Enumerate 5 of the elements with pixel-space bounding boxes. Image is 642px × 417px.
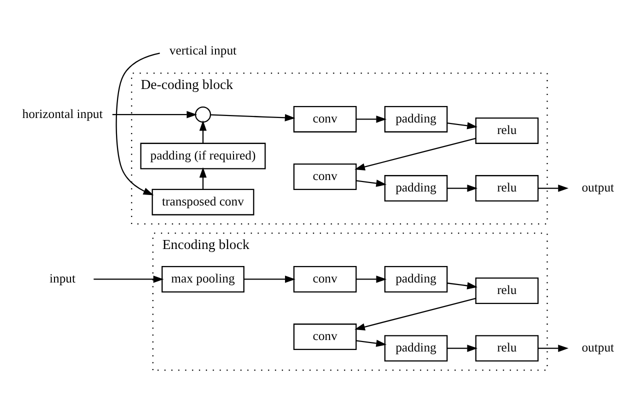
node-text: input: [50, 270, 76, 285]
node-text: vertical input: [169, 42, 237, 57]
node-text: horizontal input: [22, 106, 103, 120]
node-text: output: [582, 180, 614, 194]
node-text: output: [582, 340, 614, 354]
